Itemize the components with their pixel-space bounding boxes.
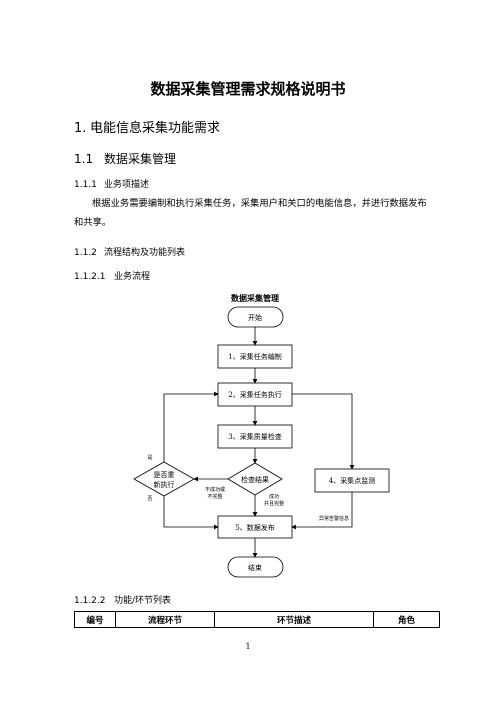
section-number: 1. bbox=[74, 121, 87, 136]
step5-label: 5、数据发布 bbox=[235, 523, 274, 532]
flowchart-title: 数据采集管理 bbox=[231, 293, 279, 303]
section-number: 1.1.2.2 bbox=[74, 596, 106, 606]
header-step-description: 环节描述 bbox=[214, 611, 374, 628]
document-title: 数据采集管理需求规格说明书 bbox=[150, 80, 346, 98]
step1-label: 1、采集任务编制 bbox=[228, 352, 281, 361]
section-title: 数据采集管理 bbox=[104, 152, 177, 166]
reexecute-label-line1: 是否重 bbox=[154, 471, 175, 479]
header-role: 角色 bbox=[373, 611, 440, 628]
header-id: 编号 bbox=[74, 611, 116, 628]
arrow-step4-to-step5 bbox=[291, 492, 353, 530]
step4-label: 4、采集点监测 bbox=[329, 476, 375, 485]
alarm-label: 异常告警信息 bbox=[319, 515, 349, 522]
arrow-step2-to-step4 bbox=[292, 393, 355, 470]
arrow-reexecute-no-to-step5 bbox=[163, 496, 219, 530]
step3-label: 3、采集质量检查 bbox=[228, 432, 281, 441]
section-heading-1-1: 1.1 数据采集管理 bbox=[74, 150, 176, 167]
reexecute-label-line2: 新执行 bbox=[154, 480, 175, 489]
success-label-line2: 并且完整 bbox=[264, 500, 284, 507]
check-decision-label: 检查结果 bbox=[241, 475, 269, 484]
start-terminal bbox=[227, 306, 284, 328]
section-heading-1-1-2-2: 1.1.2.2 功能/环节列表 bbox=[74, 593, 171, 606]
fail-label-line2: 不完整 bbox=[207, 493, 222, 500]
section-heading-1-1-2: 1.1.2 流程结构及功能列表 bbox=[74, 245, 185, 258]
fail-label-line1: 不成功或 bbox=[205, 486, 225, 493]
no-label: 否 bbox=[147, 496, 152, 502]
section-number: 1.1.2.1 bbox=[74, 272, 106, 282]
end-label: 结束 bbox=[248, 563, 262, 572]
success-label-line1: 成功 bbox=[269, 493, 279, 500]
start-label: 开始 bbox=[248, 313, 262, 322]
page-number: 1 bbox=[245, 642, 251, 651]
section-title: 业务项描述 bbox=[104, 180, 150, 190]
section-number: 1.1.2 bbox=[74, 248, 97, 258]
arrow-reexecute-yes-to-step2 bbox=[163, 391, 219, 462]
section-title: 流程结构及功能列表 bbox=[104, 248, 186, 258]
section-title: 业务流程 bbox=[114, 272, 151, 282]
section-heading-1: 1.电能信息采集功能需求 bbox=[74, 117, 220, 136]
header-process-step: 流程环节 bbox=[115, 611, 215, 628]
function-table: 编号 流程环节 环节描述 角色 bbox=[74, 611, 440, 628]
step2-label: 2、采集任务执行 bbox=[228, 390, 281, 399]
description-paragraph: 根据业务需要编制和执行采集任务，采集用户和关口的电能信息，并进行数据发布和共享。 bbox=[74, 198, 427, 228]
section-number: 1.1 bbox=[74, 152, 94, 166]
reexecute-decision-diamond bbox=[133, 461, 195, 497]
yes-label: 是 bbox=[147, 455, 152, 461]
table-header-row: 编号 流程环节 环节描述 角色 bbox=[74, 611, 440, 628]
section-title: 功能/环节列表 bbox=[114, 596, 172, 606]
section-title: 电能信息采集功能需求 bbox=[90, 121, 221, 136]
section-heading-1-1-1: 1.1.1 业务项描述 bbox=[74, 177, 149, 190]
section-heading-1-1-2-1: 1.1.2.1 业务流程 bbox=[74, 269, 150, 282]
section-number: 1.1.1 bbox=[74, 180, 97, 190]
